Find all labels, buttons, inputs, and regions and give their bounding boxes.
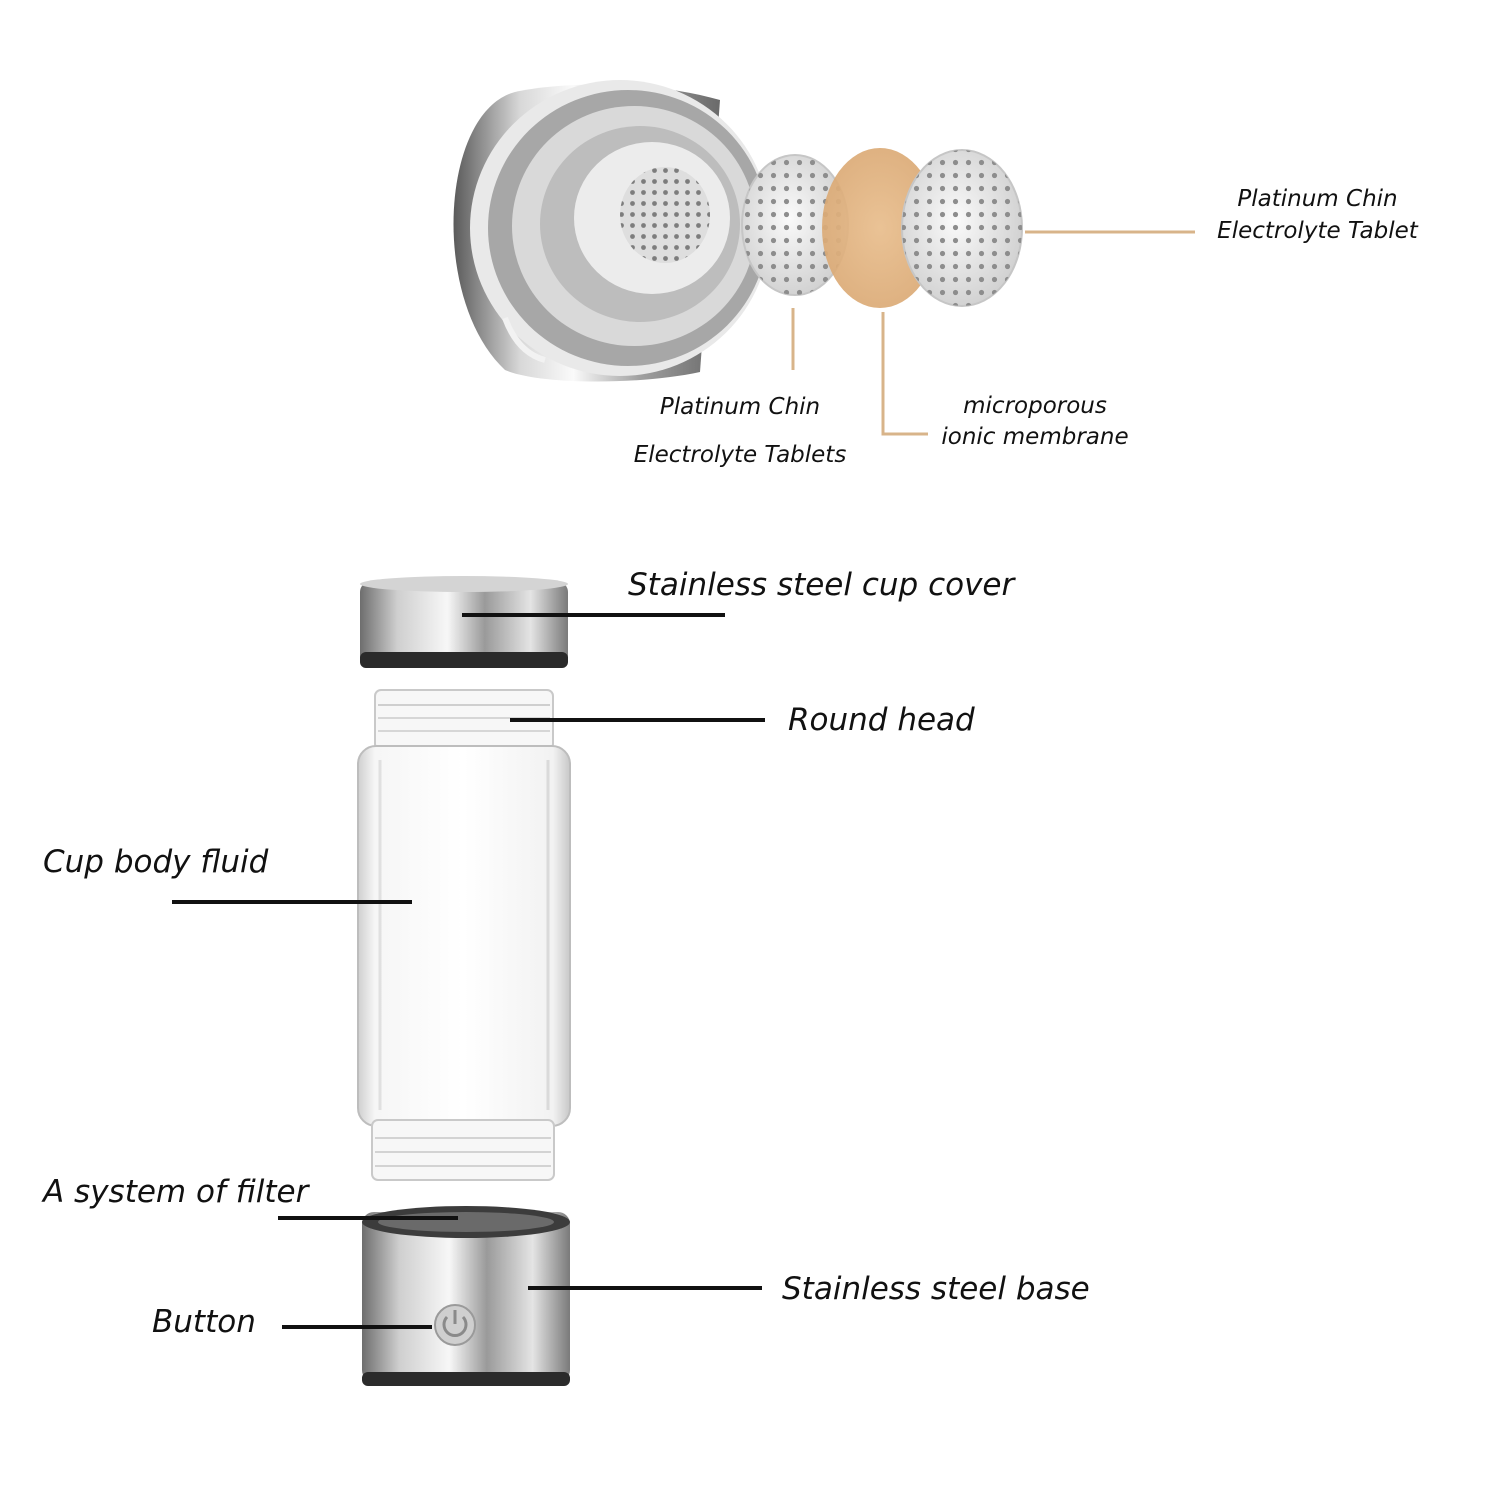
label-button: Button bbox=[152, 1304, 256, 1340]
label-tablet-left-2: Electrolyte Tablets bbox=[633, 442, 847, 468]
label-membrane-1: microporous bbox=[963, 393, 1107, 419]
bottle-cup-cover bbox=[360, 576, 568, 668]
label-cup-cover: Stainless steel cup cover bbox=[628, 567, 1015, 603]
label-tablet-right-1: Platinum Chin bbox=[1237, 186, 1398, 212]
top-leader-lines bbox=[791, 230, 1195, 436]
bottle-steel-base bbox=[362, 1206, 570, 1386]
label-tablet-right-2: Electrolyte Tablet bbox=[1217, 218, 1418, 244]
label-membrane-2: ionic membrane bbox=[941, 424, 1129, 450]
label-tablet-left-1: Platinum Chin bbox=[659, 394, 821, 420]
exploded-base-cap bbox=[453, 80, 770, 382]
label-round-head: Round head bbox=[788, 702, 975, 738]
power-button-icon[interactable] bbox=[434, 1304, 476, 1346]
label-filter-system: A system of filter bbox=[43, 1174, 309, 1210]
label-steel-base: Stainless steel base bbox=[782, 1271, 1090, 1307]
bottle-glass-body bbox=[357, 689, 571, 1181]
bottom-leader-lines bbox=[172, 613, 765, 1329]
platinum-tablet-disk-right bbox=[901, 149, 1023, 307]
ionic-membrane-disk bbox=[822, 148, 938, 308]
label-cup-body: Cup body fluid bbox=[43, 844, 269, 880]
